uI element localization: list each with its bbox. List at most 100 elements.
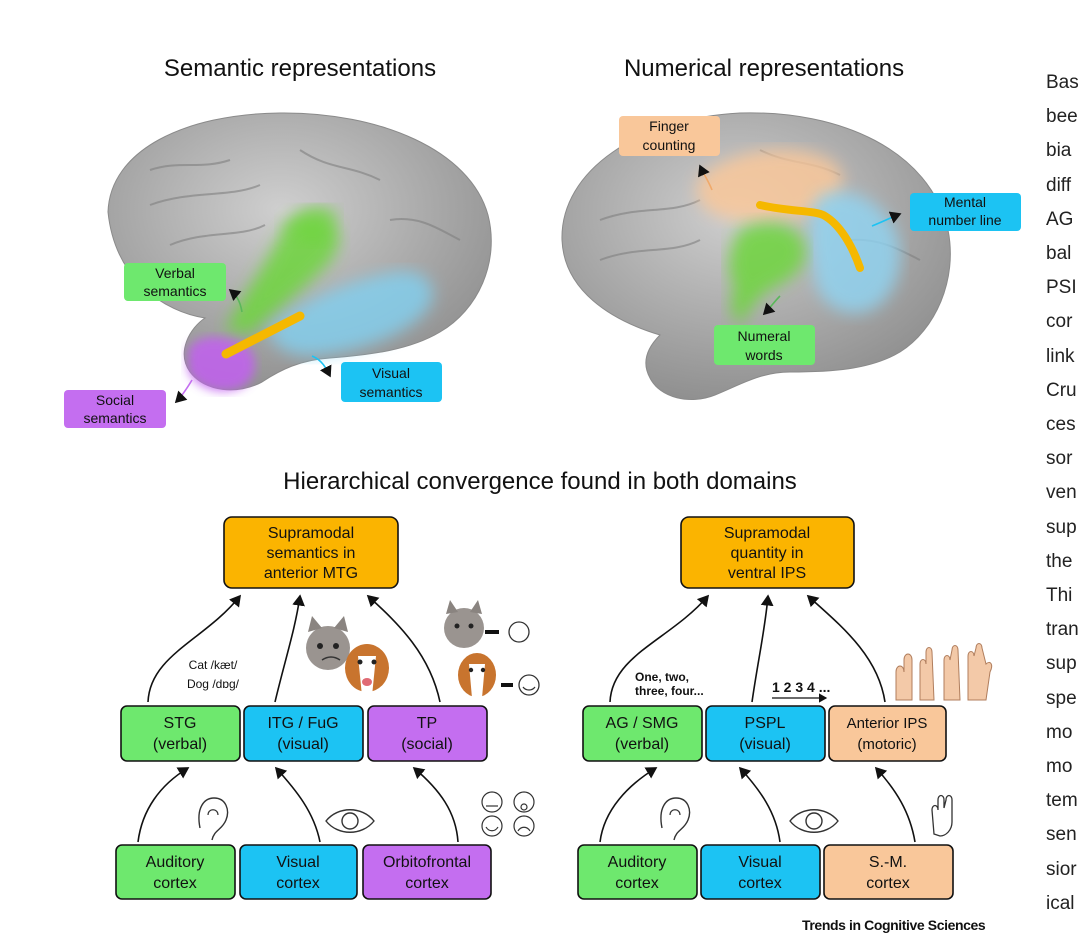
side-text-line: ces bbox=[1046, 414, 1076, 436]
numerical-brain bbox=[561, 112, 951, 400]
phonetic-dog: Dog /dɒg/ bbox=[187, 677, 240, 691]
side-text-line: diff bbox=[1046, 174, 1072, 196]
finger-counting-label: Finger counting bbox=[619, 116, 720, 191]
side-text-line: link bbox=[1046, 345, 1075, 367]
cat-dog-icon bbox=[306, 616, 389, 696]
svg-text:quantity in: quantity in bbox=[731, 545, 804, 562]
svg-text:Supramodal: Supramodal bbox=[724, 525, 810, 542]
visual-semantics-label: Visual semantics bbox=[311, 355, 442, 402]
svg-text:cortex: cortex bbox=[276, 875, 320, 892]
svg-text:cortex: cortex bbox=[615, 875, 659, 892]
svg-text:PSPL: PSPL bbox=[745, 715, 786, 732]
mental-number-line-label: Mental number line bbox=[871, 193, 1021, 231]
side-text-line: tem bbox=[1046, 790, 1078, 812]
number-words-line2: three, four... bbox=[635, 684, 704, 698]
side-text-line: sup bbox=[1046, 653, 1077, 675]
svg-text:cortex: cortex bbox=[405, 875, 449, 892]
emotion-faces-icon bbox=[481, 791, 535, 837]
svg-text:(verbal): (verbal) bbox=[615, 736, 669, 753]
digit-sequence: 1 2 3 4 ... bbox=[772, 679, 830, 695]
orbitofrontal-cortex-box bbox=[362, 844, 492, 900]
side-text-line: mo bbox=[1046, 721, 1073, 743]
numerical-title: Numerical representations bbox=[624, 55, 904, 82]
side-text-line: bal bbox=[1046, 243, 1072, 265]
svg-text:semantics: semantics bbox=[359, 384, 422, 400]
side-text-line: cor bbox=[1046, 311, 1073, 333]
svg-text:Visual: Visual bbox=[372, 365, 410, 381]
ear-icon bbox=[198, 797, 229, 841]
verbal-semantics-label: Verbal semantics bbox=[124, 263, 243, 313]
svg-text:semantics: semantics bbox=[143, 283, 206, 299]
side-text-line: bee bbox=[1046, 106, 1078, 128]
journal-credit: Trends in Cognitive Sciences bbox=[802, 917, 986, 933]
svg-text:(visual): (visual) bbox=[277, 736, 329, 753]
itg-fug-box bbox=[243, 705, 364, 762]
svg-text:Auditory: Auditory bbox=[146, 854, 205, 871]
svg-text:Visual: Visual bbox=[276, 854, 319, 871]
side-text-line: Thi bbox=[1046, 585, 1073, 607]
hand-icon bbox=[931, 794, 953, 837]
side-text-line: sen bbox=[1046, 824, 1077, 846]
side-text-line: the bbox=[1046, 550, 1073, 572]
side-text-line: ical bbox=[1046, 892, 1075, 914]
svg-text:(motoric): (motoric) bbox=[857, 736, 916, 753]
eye-icon-2 bbox=[789, 809, 839, 833]
svg-text:(social): (social) bbox=[401, 736, 453, 753]
supramodal-semantics-box bbox=[223, 516, 399, 589]
side-text-line: bia bbox=[1046, 140, 1072, 162]
phonetic-cat: Cat /kæt/ bbox=[189, 658, 238, 672]
number-words-line1: One, two, bbox=[635, 670, 689, 684]
figure-canvas: Semantic representations Numerical repre… bbox=[64, 55, 1021, 900]
svg-text:(verbal): (verbal) bbox=[153, 736, 207, 753]
stg-box bbox=[120, 705, 241, 762]
numerical-hierarchy: Supramodal quantity in ventral IPS AG / … bbox=[577, 516, 993, 900]
side-text-line: Cru bbox=[1046, 379, 1077, 401]
cat-dog-emotion-icon bbox=[444, 600, 540, 698]
svg-text:words: words bbox=[744, 347, 782, 363]
pspl-box bbox=[705, 705, 826, 762]
svg-text:Auditory: Auditory bbox=[608, 854, 667, 871]
svg-text:number line: number line bbox=[928, 212, 1001, 228]
anterior-ips-box bbox=[828, 705, 947, 762]
social-semantics-label: Social semantics bbox=[64, 379, 193, 428]
svg-text:counting: counting bbox=[643, 137, 696, 153]
side-text-line: ven bbox=[1046, 482, 1077, 504]
eye-icon bbox=[325, 809, 375, 833]
side-text-line: tran bbox=[1046, 619, 1079, 641]
svg-text:Orbitofrontal: Orbitofrontal bbox=[383, 854, 471, 871]
supramodal-quantity-box bbox=[680, 516, 855, 589]
svg-text:Anterior IPS: Anterior IPS bbox=[847, 715, 928, 732]
numeral-words-label: Numeral words bbox=[714, 295, 815, 365]
svg-text:cortex: cortex bbox=[866, 875, 910, 892]
svg-text:Social: Social bbox=[96, 392, 134, 408]
svg-text:Mental: Mental bbox=[944, 194, 986, 210]
ear-icon-2 bbox=[660, 797, 691, 841]
svg-text:cortex: cortex bbox=[153, 875, 197, 892]
side-text-line: spe bbox=[1046, 687, 1077, 709]
semantic-title: Semantic representations bbox=[164, 55, 436, 82]
svg-text:cortex: cortex bbox=[738, 875, 782, 892]
ag-smg-box bbox=[582, 705, 703, 762]
svg-text:ventral IPS: ventral IPS bbox=[728, 565, 806, 582]
svg-text:S.-M.: S.-M. bbox=[869, 854, 907, 871]
semantic-brain bbox=[107, 112, 492, 392]
visual-cortex-box bbox=[239, 844, 358, 900]
svg-text:ITG / FuG: ITG / FuG bbox=[267, 715, 338, 732]
side-text-line: AG bbox=[1046, 208, 1074, 230]
auditory-cortex-box bbox=[115, 844, 236, 900]
side-text-line: mo bbox=[1046, 756, 1073, 778]
side-text-line: PSI bbox=[1046, 277, 1077, 299]
svg-text:TP: TP bbox=[417, 715, 437, 732]
counting-hands-icon bbox=[895, 643, 993, 701]
svg-text:(visual): (visual) bbox=[739, 736, 791, 753]
tp-box bbox=[367, 705, 488, 762]
hierarchy-title: Hierarchical convergence found in both d… bbox=[283, 468, 797, 495]
svg-text:STG: STG bbox=[164, 715, 197, 732]
svg-text:semantics in: semantics in bbox=[267, 545, 356, 562]
svg-text:Supramodal: Supramodal bbox=[268, 525, 354, 542]
svg-text:Visual: Visual bbox=[738, 854, 781, 871]
sm-cortex-box bbox=[823, 844, 954, 900]
auditory-cortex-box-2 bbox=[577, 844, 698, 900]
svg-text:Finger: Finger bbox=[649, 118, 689, 134]
